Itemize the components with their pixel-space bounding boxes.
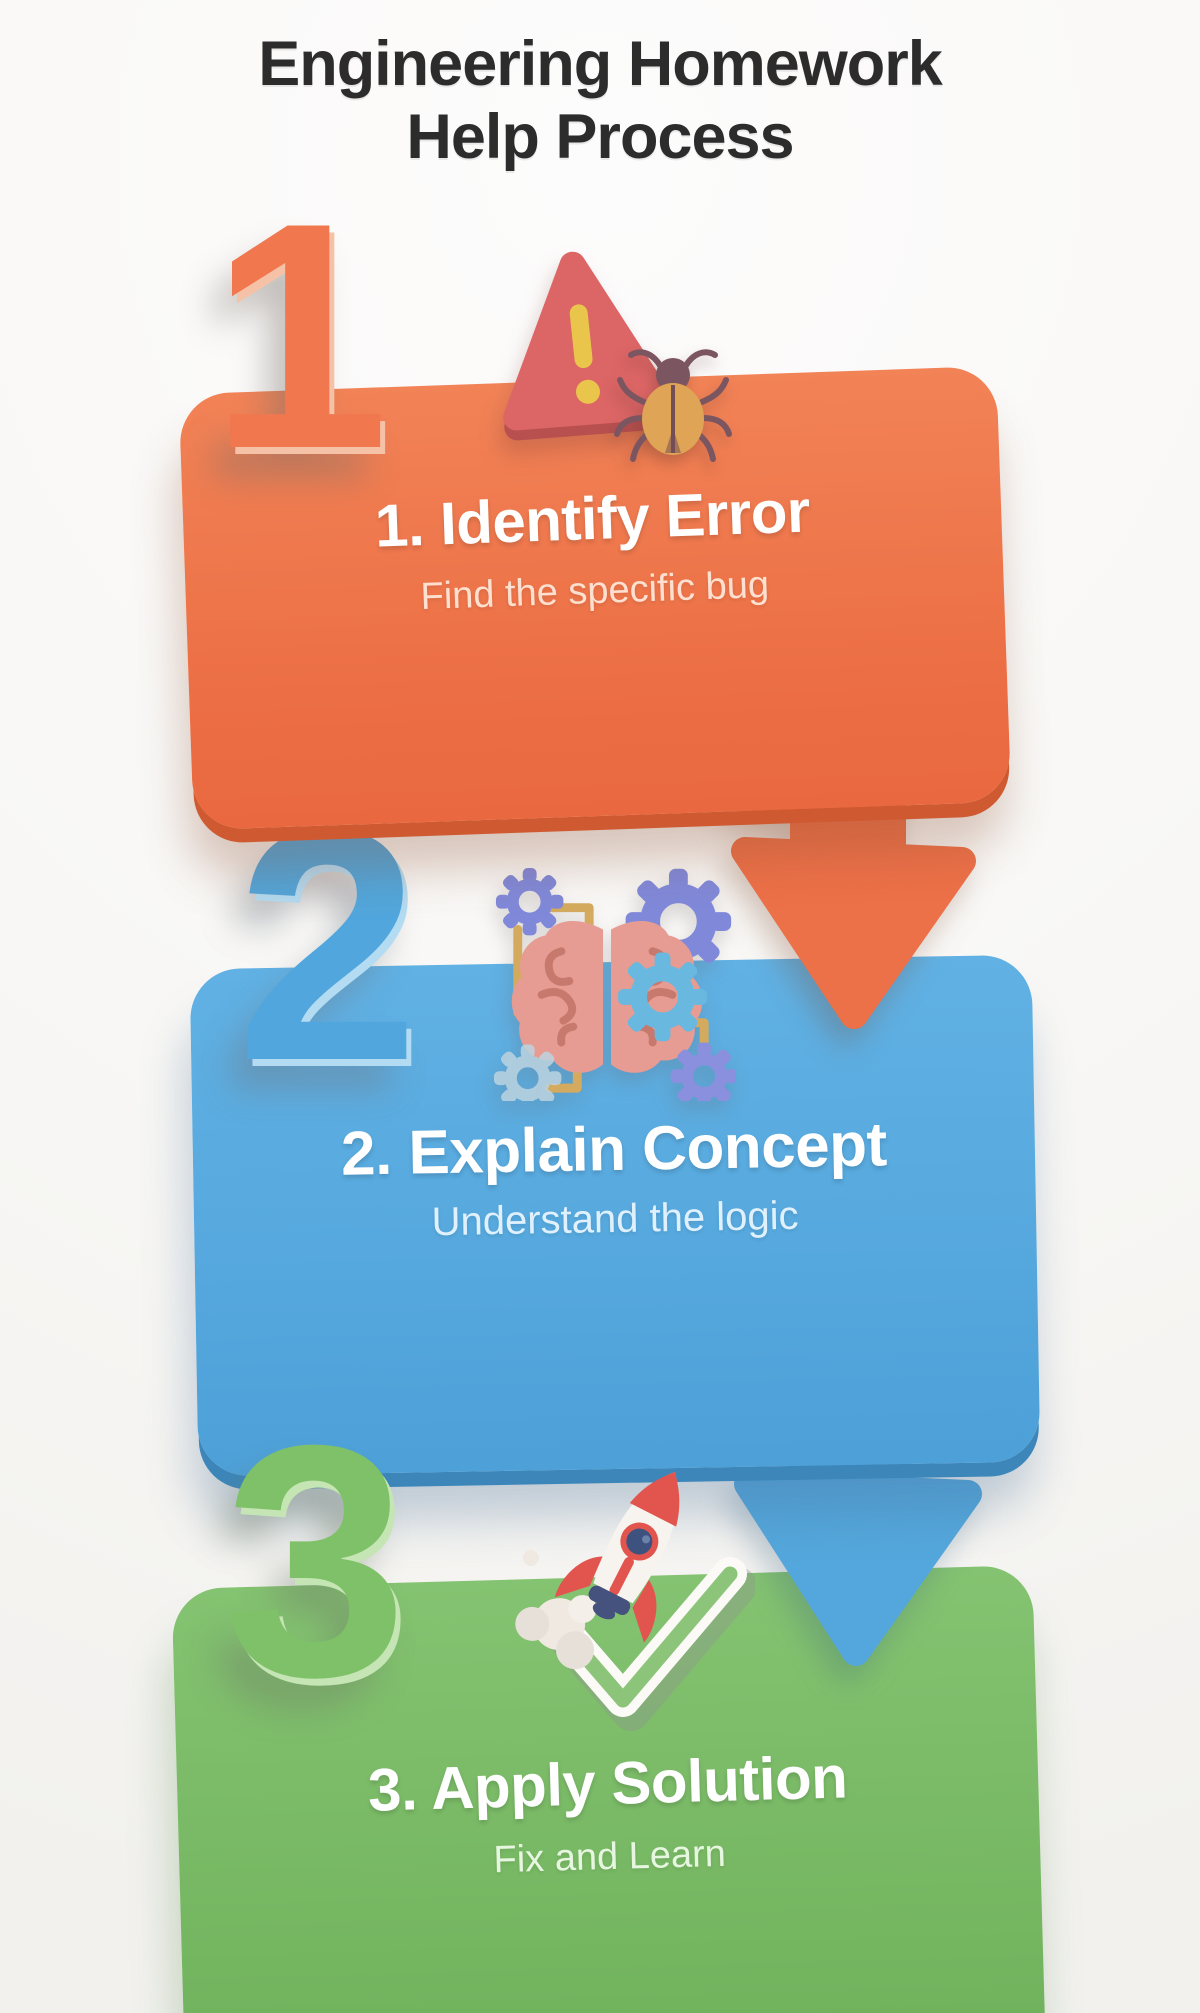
- step1-title: 1. Identify Error: [373, 477, 811, 560]
- brain-gears-icon: [478, 868, 736, 1101]
- page-title: Engineering Homework Help Process: [0, 28, 1200, 174]
- step1-subtitle: Find the specific bug: [419, 563, 770, 619]
- page-title-line2: Help Process: [406, 102, 794, 173]
- step2-number: 2: [236, 760, 420, 1129]
- bug-icon: [614, 349, 732, 462]
- step3-subtitle: Fix and Learn: [492, 1832, 727, 1882]
- rocket-checkmark-icon: [515, 1472, 755, 1731]
- page-title-line1: Engineering Homework: [258, 29, 943, 99]
- step3-number: 3: [224, 1376, 408, 1745]
- step1-number: 1: [210, 157, 390, 516]
- step3-title: 3. Apply Solution: [367, 1743, 849, 1824]
- step2-subtitle: Understand the logic: [431, 1193, 799, 1245]
- step2-title: 2. Explain Concept: [340, 1110, 888, 1189]
